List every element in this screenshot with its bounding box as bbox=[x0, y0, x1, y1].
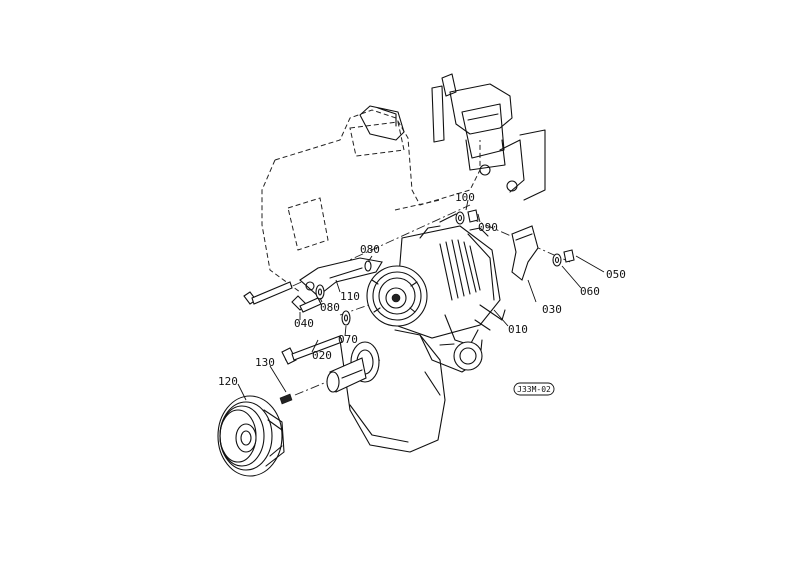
alternator bbox=[366, 225, 506, 346]
callout-050: 050 bbox=[606, 268, 626, 281]
callout-100: 100 bbox=[455, 191, 475, 204]
crankshaft-pulley bbox=[217, 395, 285, 477]
callout-010: 010 bbox=[508, 323, 528, 336]
fasteners bbox=[243, 209, 575, 405]
callout-040: 040 bbox=[294, 317, 314, 330]
callout-labels: 010 020 030 040 050 060 070 080 080 090 … bbox=[218, 191, 626, 388]
belt-guard bbox=[511, 225, 539, 281]
callout-020: 020 bbox=[312, 349, 332, 362]
callout-110: 110 bbox=[340, 290, 360, 303]
callout-080-upper: 080 bbox=[360, 243, 380, 256]
callout-120: 120 bbox=[218, 375, 238, 388]
callout-leaders bbox=[237, 199, 605, 401]
callout-030: 030 bbox=[542, 303, 562, 316]
reference-code-tag: J33M-02 bbox=[513, 382, 555, 396]
callout-080-lower: 080 bbox=[320, 301, 340, 314]
engine-block-outline bbox=[261, 105, 481, 453]
reference-code: J33M-02 bbox=[517, 385, 551, 394]
crankshaft-nose bbox=[326, 341, 380, 393]
callout-090: 090 bbox=[478, 221, 498, 234]
callout-070: 070 bbox=[338, 333, 358, 346]
callout-060: 060 bbox=[580, 285, 600, 298]
callout-130: 130 bbox=[255, 356, 275, 369]
water-pump-housing bbox=[419, 334, 483, 373]
thermostat-housing bbox=[431, 73, 546, 201]
